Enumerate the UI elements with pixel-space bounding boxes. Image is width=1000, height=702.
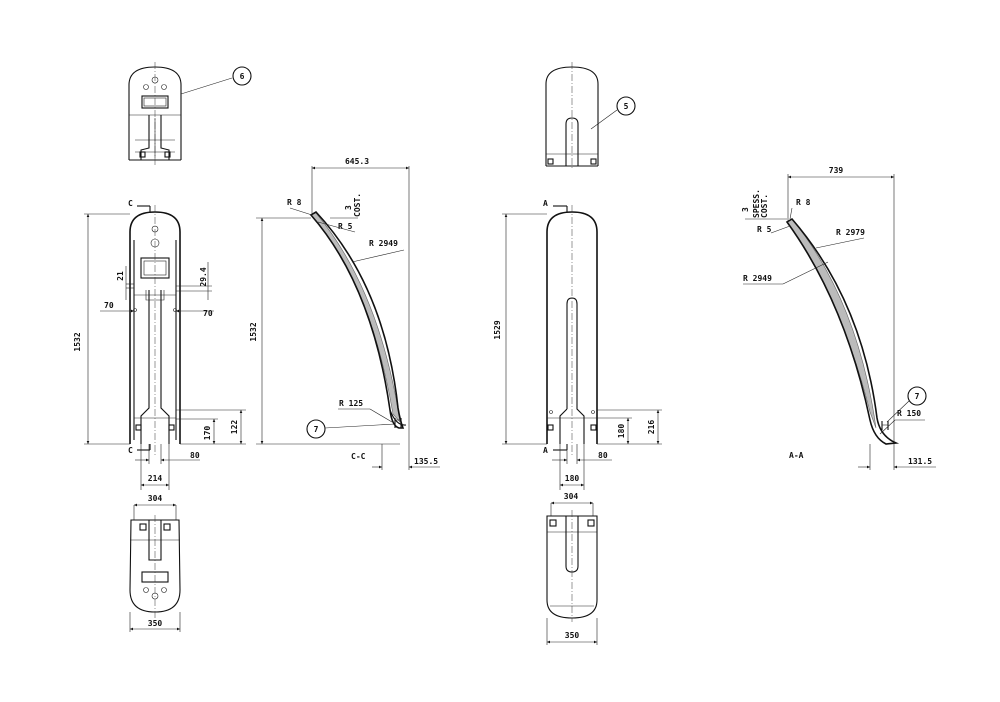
thickness-3-aa: 3 [741, 207, 750, 212]
balloon-6 [232, 66, 252, 86]
balloon-6-label: 6 [240, 72, 245, 81]
dim-180-horizontal: 180 [565, 474, 580, 483]
dim-350-left: 350 [148, 619, 163, 628]
dim-29-4: 29.4 [199, 267, 208, 286]
dim-180-vertical: 180 [617, 424, 626, 439]
section-a-a: 739 3 SPESS. COST. R 8 R 5 R 2979 R 2949… [741, 166, 936, 470]
balloon-7-right-label: 7 [915, 392, 920, 401]
dim-135-5: 135.5 [414, 457, 438, 466]
radius-r125: R 125 [339, 399, 363, 408]
dim-1532-left: 1532 [73, 332, 82, 351]
balloon-5-label: 5 [624, 102, 629, 111]
balloon-7-left-label: 7 [314, 425, 319, 434]
dim-645-3: 645.3 [345, 157, 369, 166]
right-bottom-view: 304 350 [546, 492, 598, 645]
radius-r5-aa: R 5 [757, 225, 772, 234]
section-marker-a-bottom: A [543, 446, 548, 455]
left-front-view: C C 1532 21 29.4 70 70 122 170 [73, 199, 246, 490]
dim-170: 170 [203, 426, 212, 441]
radius-r2949-cc: R 2949 [369, 239, 398, 248]
radius-r2979: R 2979 [836, 228, 865, 237]
dim-80-left: 80 [190, 451, 200, 460]
right-front-view: A A 1529 180 216 80 180 [493, 199, 662, 490]
dim-739: 739 [829, 166, 844, 175]
dim-70-right: 70 [203, 309, 213, 318]
right-top-view: 5 [545, 62, 636, 170]
dim-122: 122 [230, 420, 239, 435]
radius-r8-cc: R 8 [287, 198, 302, 207]
dim-80-right: 80 [598, 451, 608, 460]
dim-21: 21 [116, 271, 125, 281]
radius-r150: R 150 [897, 409, 921, 418]
dim-304-left: 304 [148, 494, 163, 503]
dim-350-right: 350 [565, 631, 580, 640]
section-marker-a-top: A [543, 199, 548, 208]
cost-label-cc: COST. [353, 193, 362, 217]
dim-304-right: 304 [564, 492, 579, 501]
dim-1529: 1529 [493, 320, 502, 339]
left-bottom-view: 304 350 [129, 494, 181, 632]
dim-70-left: 70 [104, 301, 114, 310]
balloon-7-right [907, 386, 927, 406]
dim-214: 214 [148, 474, 163, 483]
radius-r8-aa: R 8 [796, 198, 811, 207]
thickness-3-cc: 3 [344, 205, 353, 210]
left-top-view: 6 [128, 62, 252, 165]
dim-131-5: 131.5 [908, 457, 932, 466]
dim-1532-cc: 1532 [249, 322, 258, 341]
cost-label-aa: COST. [760, 194, 769, 218]
section-c-c: 645.3 R 8 3 COST. R 5 R 2949 1532 R 125 … [249, 157, 440, 470]
section-title-cc: C-C [351, 452, 366, 461]
dim-216: 216 [647, 420, 656, 435]
section-marker-c-bottom: C [128, 446, 133, 455]
spess-label: SPESS. [752, 189, 761, 218]
balloon-7-left [306, 419, 326, 439]
radius-r5-cc: R 5 [338, 222, 353, 231]
section-title-aa: A-A [789, 451, 804, 460]
balloon-5 [616, 96, 636, 116]
section-marker-c-top: C [128, 199, 133, 208]
radius-r2949-aa: R 2949 [743, 274, 772, 283]
